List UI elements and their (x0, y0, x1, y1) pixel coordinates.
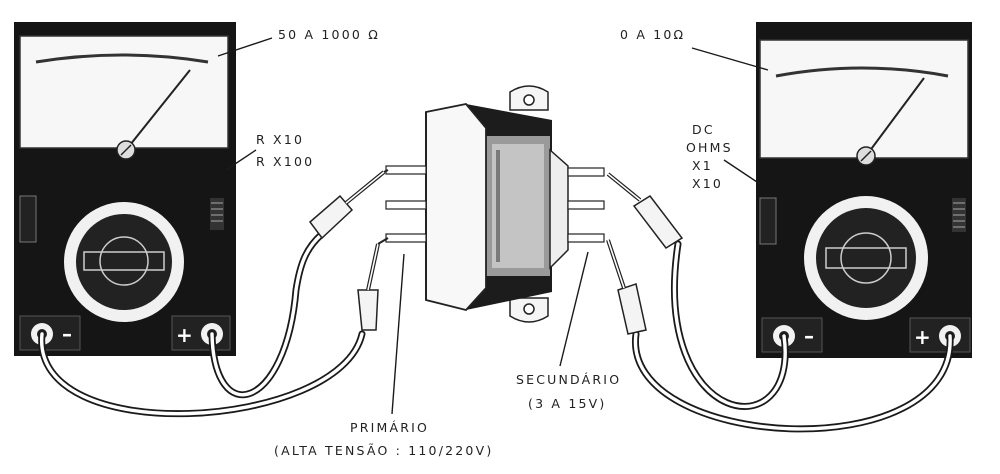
meter-left-scale-arc (35, 53, 209, 64)
meter-right-selector-knob (816, 208, 916, 308)
multimeter-right: – + (756, 22, 972, 358)
label-secondary-title: SECUNDÁRIO (516, 372, 621, 387)
meter-left-needle (125, 69, 191, 151)
label-right-scale-x10: X10 (692, 176, 723, 191)
secondary-pin-1 (567, 167, 605, 177)
meter-left-negative-terminal (19, 315, 81, 351)
meter-left-selector-knob (76, 214, 172, 310)
leader-lines (217, 37, 769, 415)
primary-pin-3 (385, 233, 427, 243)
label-right-mode-ohms: OHMS (686, 140, 733, 155)
meter-right-needle (865, 77, 925, 157)
labels: 50 A 1000 Ω R X10 R X100 0 A 10Ω DC OHMS… (256, 27, 733, 458)
label-right-meter-range: 0 A 10Ω (620, 27, 685, 42)
meter-left-slider-icon (210, 198, 224, 230)
meter-left-positive-sign: + (176, 323, 193, 347)
label-primary-title: PRIMÁRIO (350, 420, 429, 435)
primary-pin-2 (385, 200, 427, 210)
label-secondary-subtitle: (3 A 15V) (528, 396, 606, 411)
meter-right-positive-sign: + (914, 325, 931, 349)
probe-wires (38, 169, 954, 433)
label-left-scale-rx10: R X10 (256, 132, 304, 147)
meter-right-switch-icon (759, 197, 777, 245)
meter-right-scale-arc (775, 66, 949, 78)
probe-right-upper-icon (606, 172, 684, 249)
label-right-scale-x1: X1 (692, 158, 713, 173)
label-left-scale-rx100: R X100 (256, 154, 314, 169)
label-primary-subtitle: (ALTA TENSÃO : 110/220V) (274, 443, 493, 458)
probe-left-upper-icon (308, 169, 389, 240)
transformer-bobbin (425, 103, 487, 312)
multimeter-left: – + (14, 22, 236, 356)
meter-left-display (19, 35, 229, 149)
primary-pin-1 (385, 165, 427, 175)
meter-left-negative-sign: – (62, 322, 72, 346)
meter-right-display (759, 39, 969, 159)
meter-right-slider-icon (952, 198, 966, 232)
secondary-pin-3 (567, 233, 605, 243)
probe-left-lower-icon (357, 237, 389, 331)
label-right-mode-dc: DC (692, 122, 715, 137)
meter-right-negative-sign: – (804, 324, 814, 348)
meter-left-switch-icon (19, 195, 37, 243)
transformer (385, 85, 605, 323)
secondary-pin-2 (567, 200, 605, 210)
probe-right-lower-icon (606, 239, 647, 335)
label-left-meter-range: 50 A 1000 Ω (278, 27, 380, 42)
meter-left-positive-terminal (171, 315, 231, 351)
